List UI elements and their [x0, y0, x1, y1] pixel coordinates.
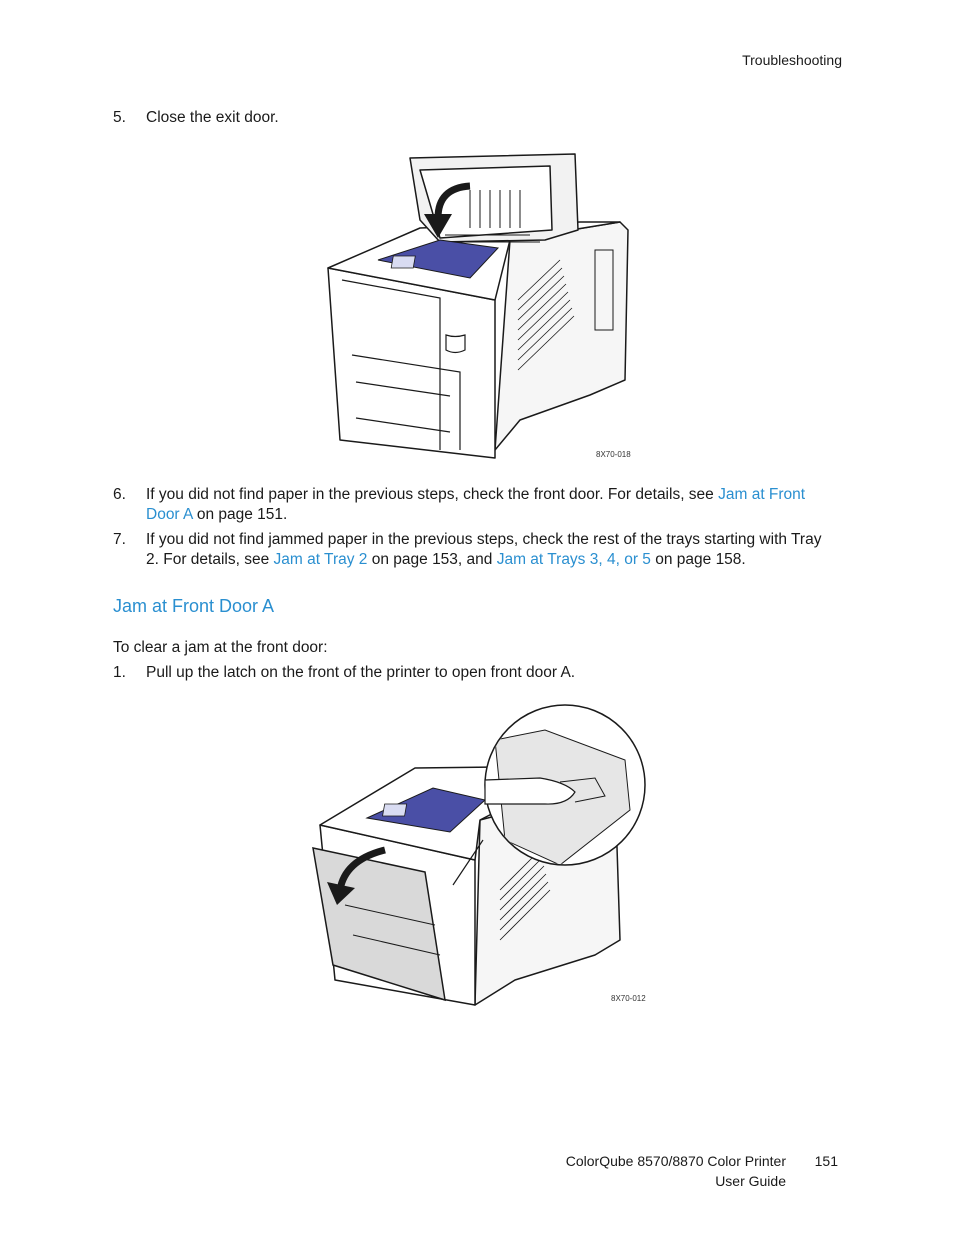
step-text: If you did not find jammed paper in the … [146, 530, 833, 570]
step-1: 1. Pull up the latch on the front of the… [113, 663, 833, 685]
printer-front-door-illustration [312, 704, 646, 1006]
step-5: 5. Close the exit door. [113, 108, 833, 130]
link-jam-at-tray-2[interactable]: Jam at Tray 2 [273, 551, 368, 568]
text-run: If you did not find jammed paper in the … [146, 531, 822, 568]
step-number: 6. [113, 486, 126, 503]
footer-product: ColorQube 8570/8870 Color Printer User G… [480, 1151, 786, 1191]
section-heading: Jam at Front Door A [113, 596, 275, 616]
text-run: If you did not find paper in the previou… [146, 486, 719, 503]
step-6: 6. If you did not find paper in the prev… [113, 485, 833, 529]
step-text: Pull up the latch on the front of the pr… [146, 664, 576, 681]
printer-exit-door-illustration [327, 153, 629, 459]
figure-caption: 8X70-012 [611, 994, 646, 1003]
step-text: If you did not find paper in the previou… [146, 485, 833, 525]
step-text: Close the exit door. [146, 109, 279, 126]
page-number: 151 [814, 1153, 838, 1169]
text-run: on page 158. [650, 551, 746, 568]
link-jam-at-front-door-a[interactable]: Jam at Front Door A [146, 486, 806, 523]
text-run: on page 151. [192, 506, 288, 523]
step-number: 1. [113, 664, 126, 681]
figure-caption: 8X70-018 [596, 450, 631, 459]
footer-product-name: ColorQube 8570/8870 Color Printer [565, 1153, 786, 1169]
footer-guide-name: User Guide [715, 1173, 786, 1189]
step-7: 7. If you did not find jammed paper in t… [113, 530, 833, 574]
text-run: on page 153, and [367, 551, 497, 568]
step-number: 5. [113, 109, 126, 126]
section-intro: To clear a jam at the front door: [113, 639, 328, 656]
figure-close-exit-door: 8X70-018 [320, 150, 640, 465]
running-header: Troubleshooting [742, 52, 842, 68]
figure-open-front-door: 8X70-012 [305, 700, 650, 1010]
step-number: 7. [113, 531, 126, 548]
link-jam-at-trays-3-4-5[interactable]: Jam at Trays 3, 4, or 5 [496, 551, 651, 568]
